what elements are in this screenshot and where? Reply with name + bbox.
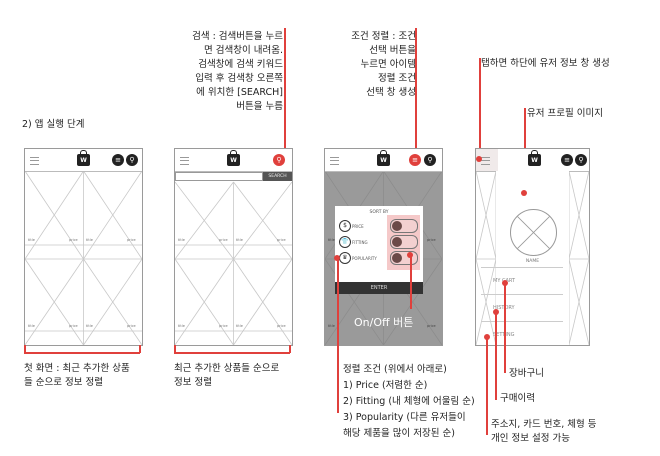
item-title: title xyxy=(178,324,185,328)
item-price: price xyxy=(427,324,436,328)
note-sort: 조건 정렬 : 조건 선택 버튼을 누르면 아이템 정렬 조건 선택 창 생성 xyxy=(351,31,416,98)
item-price: price xyxy=(69,238,78,242)
shopping-bag-icon[interactable]: W xyxy=(377,150,390,166)
phone-search: W ⚲ SEARCH title price title price title… xyxy=(174,148,293,346)
item-price: price xyxy=(219,238,228,242)
item-title: title xyxy=(28,238,35,242)
bracket-tick xyxy=(139,345,141,353)
note-sort-conditions: 정렬 조건 (위에서 아래로) 1) Price (저렴한 순) 2) Fitt… xyxy=(343,364,475,439)
item-price: price xyxy=(127,324,136,328)
top-bar: W ⚲ xyxy=(175,149,292,172)
shopping-bag-icon[interactable]: W xyxy=(227,150,240,166)
sort-modal-title: SORT BY xyxy=(369,210,389,215)
menu-icon[interactable] xyxy=(481,157,490,165)
menu-my-cart[interactable]: MY CART xyxy=(481,267,563,294)
leader-cart xyxy=(504,283,506,373)
leader-settings xyxy=(486,337,488,435)
popularity-icon: ♛ xyxy=(339,252,351,264)
menu-setting[interactable]: SETTING xyxy=(481,321,563,345)
search-icon[interactable]: ⚲ xyxy=(575,154,587,166)
menu-icon[interactable] xyxy=(30,157,39,165)
leader-history xyxy=(495,312,497,400)
user-name: NAME xyxy=(525,259,540,264)
note-onoff: On/Off 버튼 xyxy=(354,316,414,329)
bracket-tick xyxy=(174,345,176,353)
search-icon[interactable]: ⚲ xyxy=(126,154,138,166)
item-title: title xyxy=(178,238,185,242)
menu-icon[interactable] xyxy=(180,157,189,165)
item-title: title xyxy=(28,324,35,328)
sort-icon[interactable]: ≡ xyxy=(409,154,421,166)
note-recent-sort: 최근 추가한 상품들 순으로 정보 정렬 xyxy=(174,363,280,388)
item-title: title xyxy=(86,238,93,242)
bracket-recent xyxy=(174,352,290,354)
popularity-toggle[interactable] xyxy=(390,251,418,265)
search-button[interactable]: SEARCH xyxy=(263,172,292,181)
item-title: title xyxy=(328,324,335,328)
item-title: title xyxy=(328,238,335,242)
price-toggle[interactable] xyxy=(390,219,418,233)
menu-icon[interactable] xyxy=(330,157,339,165)
item-price: price xyxy=(127,238,136,242)
note-cart: 장바구니 xyxy=(509,368,544,379)
bracket-first-screen xyxy=(24,352,140,354)
leader-dot xyxy=(334,255,340,261)
sort-modal: SORT BY $ PRICE 👕 FITTING ♛ POPULARITY xyxy=(335,206,423,282)
user-panel: NAME xyxy=(496,171,569,345)
option-label-price: PRICE xyxy=(352,224,364,229)
leader-onoff xyxy=(410,255,412,309)
top-bar: W ≡ ⚲ xyxy=(325,149,442,172)
top-bar: W ≡ ⚲ xyxy=(25,149,142,172)
item-price: price xyxy=(427,238,436,242)
leader-sort xyxy=(415,28,417,158)
sort-icon[interactable]: ≡ xyxy=(561,154,573,166)
menu-history[interactable]: HISTORY xyxy=(481,294,563,321)
leader-user-tap xyxy=(479,58,481,158)
price-icon: $ xyxy=(339,220,351,232)
leader-sort-conditions xyxy=(337,258,339,413)
profile-image xyxy=(510,209,557,256)
leader-search xyxy=(284,28,286,163)
note-profile-image: 유저 프로필 이미지 xyxy=(527,108,603,119)
item-price: price xyxy=(69,324,78,328)
search-icon[interactable]: ⚲ xyxy=(273,154,285,166)
note-user-tap: 탭하면 하단에 유저 정보 창 생성 xyxy=(481,58,610,69)
top-bar: W ≡ ⚲ xyxy=(476,149,589,172)
item-price: price xyxy=(277,324,286,328)
product-grid-wireframe xyxy=(25,170,142,345)
item-price: price xyxy=(219,324,228,328)
shopping-bag-icon[interactable]: W xyxy=(528,150,541,166)
note-history: 구매이력 xyxy=(500,393,535,404)
product-grid-wireframe xyxy=(175,181,292,345)
search-icon[interactable]: ⚲ xyxy=(424,154,436,166)
search-input[interactable] xyxy=(175,172,263,181)
shopping-bag-icon[interactable]: W xyxy=(77,150,90,166)
note-first-screen: 첫 화면 : 최근 추가한 상품 들 순으로 정보 정렬 xyxy=(24,363,130,388)
item-title: title xyxy=(86,324,93,328)
enter-button[interactable]: ENTER xyxy=(335,282,423,294)
option-label-fitting: FITTING xyxy=(352,240,368,245)
leader-dot xyxy=(521,190,527,196)
bracket-tick xyxy=(24,345,26,353)
phone-user: W ≡ ⚲ NAME MY CART HISTORY SETTING xyxy=(475,148,590,346)
fitting-icon: 👕 xyxy=(339,236,351,248)
note-search: 검색 : 검색버튼을 누르 면 검색창이 내려옴. 검색창에 검색 키워드 입력… xyxy=(192,31,283,112)
fitting-toggle[interactable] xyxy=(390,235,418,249)
phone-sort: W ≡ ⚲ SORT BY $ PRICE 👕 FITTING ♛ POPULA… xyxy=(324,148,443,346)
highlight-none xyxy=(24,170,139,343)
leader-dot xyxy=(476,156,482,162)
leader-dot xyxy=(407,252,413,258)
item-title: title xyxy=(236,238,243,242)
phone-main: W ≡ ⚲ title price title price title pric… xyxy=(24,148,143,346)
step-title: 2) 앱 실행 단계 xyxy=(22,119,85,130)
option-label-popularity: POPULARITY xyxy=(352,256,377,261)
sort-icon[interactable]: ≡ xyxy=(112,154,124,166)
item-price: price xyxy=(277,238,286,242)
note-settings: 주소지, 카드 번호, 체형 등 개인 정보 설정 가능 xyxy=(491,419,597,444)
bracket-tick xyxy=(289,345,291,353)
item-title: title xyxy=(236,324,243,328)
